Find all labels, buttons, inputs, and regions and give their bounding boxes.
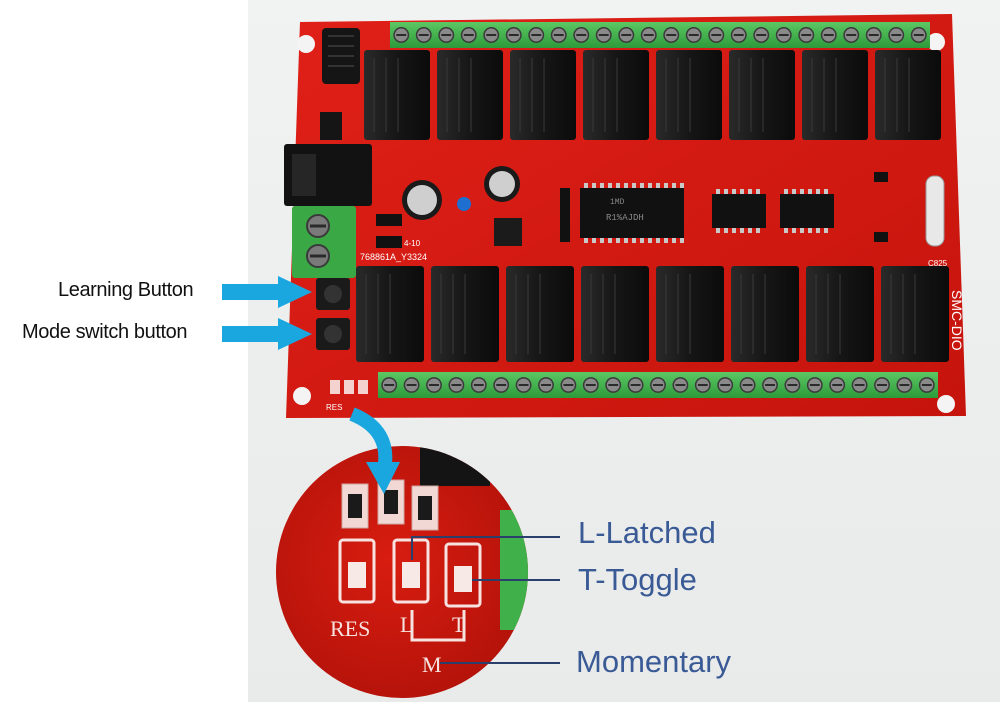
relay xyxy=(583,50,649,140)
mounting-hole xyxy=(927,33,945,51)
driver-chip xyxy=(712,194,766,228)
mounting-hole xyxy=(293,387,311,405)
cap-label-text: C825 xyxy=(928,259,948,268)
zoom-label-l: L xyxy=(400,612,413,637)
relay xyxy=(437,50,503,140)
chip-mark-text: 1MD xyxy=(610,198,625,207)
mode-switch-button-label: Mode switch button xyxy=(22,321,188,343)
zoom-detail-circle: RES L T M xyxy=(276,446,528,698)
zoom-label-t: T xyxy=(452,612,466,637)
top-terminal-block xyxy=(390,22,930,48)
momentary-mode-label: Momentary xyxy=(576,644,732,679)
mode-jumper-pads xyxy=(330,380,368,394)
zoom-label-res: RES xyxy=(330,616,370,641)
voltage-regulator xyxy=(494,218,522,246)
chip-pins xyxy=(584,183,828,243)
relay xyxy=(510,50,576,140)
crystal-oscillator xyxy=(925,175,945,247)
zoom-label-m: M xyxy=(422,652,442,677)
small-ic xyxy=(320,112,342,140)
learning-button-arrow xyxy=(222,276,312,308)
driver-chip xyxy=(780,194,834,228)
edge-text: SMC-DIO xyxy=(949,290,965,351)
latched-mode-label: L-Latched xyxy=(578,515,716,550)
legend-leader-lines xyxy=(411,536,560,664)
decoder-chip xyxy=(580,188,684,238)
relay xyxy=(364,50,430,140)
pcb-code-text: 768861A_Y3324 xyxy=(360,252,427,262)
jumper-label-text: RES xyxy=(326,403,342,412)
relay xyxy=(656,50,722,140)
learning-button-label: Learning Button xyxy=(58,279,194,301)
zoom-pad-t xyxy=(444,542,482,608)
chip-code-text: R1%AJDH xyxy=(606,213,644,223)
diode-label-text: 4-10 xyxy=(404,239,421,248)
relay xyxy=(875,50,941,140)
top-relay-row xyxy=(364,50,941,140)
ceramic-capacitor xyxy=(457,197,471,211)
zoom-pad-res xyxy=(338,538,376,604)
relay xyxy=(802,50,868,140)
zoom-pointer-arrow xyxy=(349,407,400,494)
relay xyxy=(729,50,795,140)
mounting-hole xyxy=(937,395,955,413)
bottom-terminal-block xyxy=(378,372,938,398)
bottom-relay-row xyxy=(356,266,949,362)
mounting-hole xyxy=(297,35,315,53)
toggle-mode-label: T-Toggle xyxy=(578,562,697,597)
mode-switch-arrow xyxy=(222,318,312,350)
